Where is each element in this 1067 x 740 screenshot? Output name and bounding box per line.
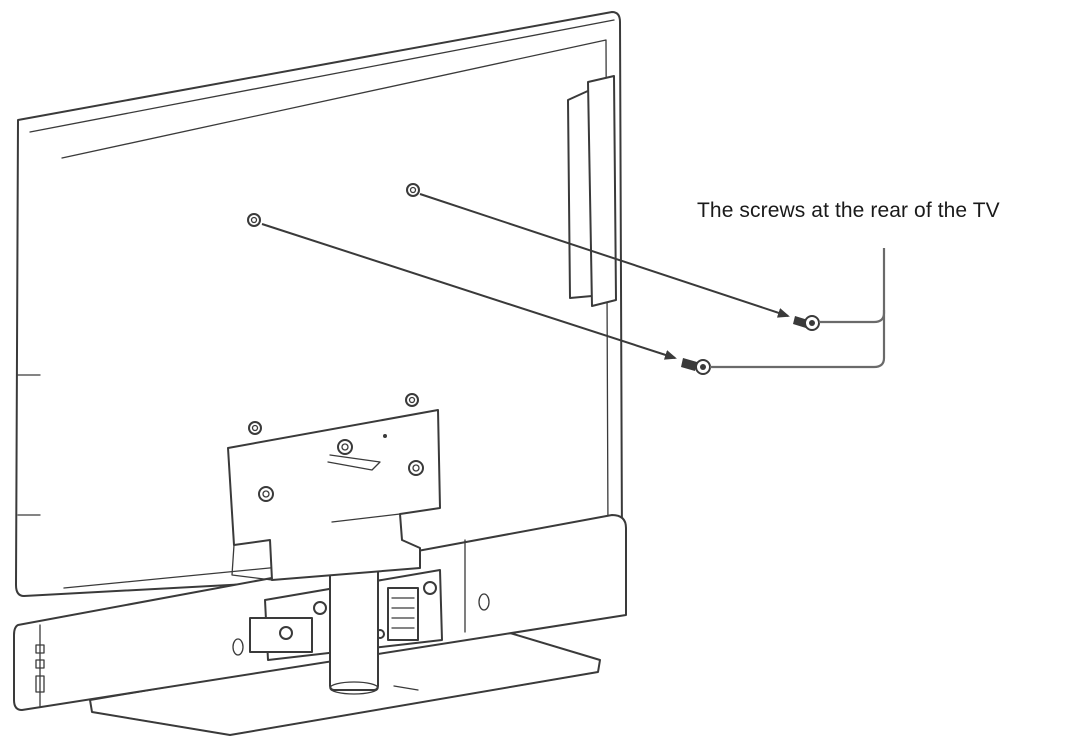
screw-arrows (261, 193, 790, 360)
mount-holes (247, 183, 420, 435)
callout-label: The screws at the rear of the TV (697, 199, 1000, 222)
screw-icon (793, 315, 820, 331)
callout-leader (710, 248, 886, 369)
stand-bracket (227, 409, 441, 581)
side-bracket (567, 75, 617, 307)
screw-icon (681, 358, 711, 375)
